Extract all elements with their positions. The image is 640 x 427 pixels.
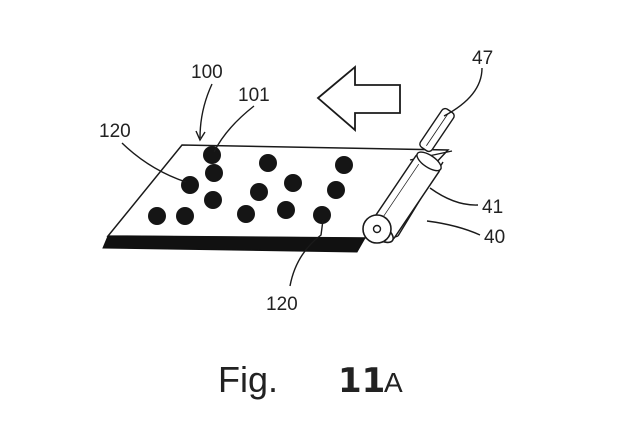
label-40: 40 bbox=[484, 227, 505, 248]
label-47: 47 bbox=[472, 48, 493, 69]
label-100: 100 bbox=[191, 62, 223, 83]
dot bbox=[204, 191, 222, 209]
label-41: 41 bbox=[482, 197, 503, 218]
dot bbox=[181, 176, 199, 194]
leader-100 bbox=[200, 84, 212, 138]
dot bbox=[237, 205, 255, 223]
dot bbox=[259, 154, 277, 172]
left-arrow-icon bbox=[318, 67, 400, 130]
dot bbox=[205, 164, 223, 182]
leader-41 bbox=[430, 188, 478, 205]
caption-prefix: Fig. bbox=[218, 359, 278, 400]
figure-caption: Fig. 11 A bbox=[218, 359, 403, 401]
dot bbox=[250, 183, 268, 201]
dot bbox=[203, 146, 221, 164]
dot bbox=[313, 206, 331, 224]
caption-suffix: A bbox=[384, 367, 403, 398]
dot bbox=[327, 181, 345, 199]
plate-bottom-layer bbox=[103, 236, 365, 252]
label-101: 101 bbox=[238, 85, 270, 106]
handle bbox=[418, 107, 455, 153]
label-120-left: 120 bbox=[99, 121, 131, 142]
leader-40 bbox=[427, 221, 480, 235]
dot bbox=[148, 207, 166, 225]
dot bbox=[176, 207, 194, 225]
roller-axle bbox=[374, 226, 381, 233]
leader-47 bbox=[444, 68, 482, 116]
dot bbox=[335, 156, 353, 174]
caption-number: 11 bbox=[338, 361, 385, 401]
dot bbox=[284, 174, 302, 192]
dot bbox=[277, 201, 295, 219]
label-120-bottom: 120 bbox=[266, 294, 298, 315]
